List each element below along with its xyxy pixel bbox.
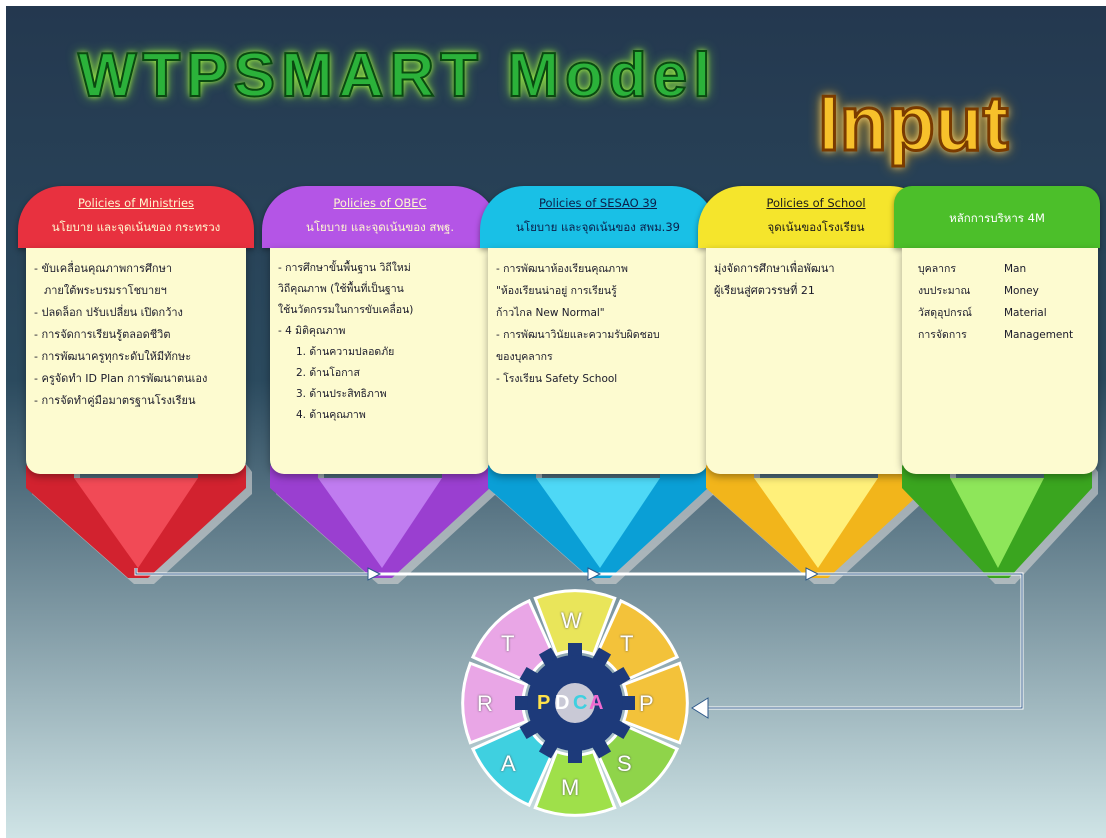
list-item: ผู้เรียนสู่ศตวรรษที่ 21 (714, 284, 815, 297)
list-item: ของบุคลากร (496, 351, 553, 363)
pdca-letter: C (573, 692, 588, 714)
list-item: - ครูจัดทำ ID Plan การพัฒนาตนเอง (34, 372, 208, 385)
card-ministries: Policies of Ministries นโยบาย และจุดเน้น… (18, 186, 254, 586)
card-obec: Policies of OBEC นโยบาย และจุดเน้นของ สพ… (262, 186, 498, 586)
card-items: - การพัฒนาห้องเรียนคุณภาพ "ห้องเรียนน่าอ… (496, 258, 706, 390)
petal-letter: T (501, 631, 515, 656)
list-item: ภายใต้พระบรมราโชบายฯ (44, 284, 167, 297)
card-subheading: นโยบาย และจุดเน้นของ กระทรวง (51, 220, 221, 234)
card-funnel (902, 448, 1098, 584)
list-item: - การศึกษาขั้นพื้นฐาน วิถีใหม่ (278, 262, 411, 274)
petal-letter: R (477, 691, 493, 716)
arrowhead (587, 567, 602, 581)
list-item: - 4 มิติคุณภาพ (278, 325, 346, 337)
arrowhead (367, 567, 382, 581)
card-heading: Policies of School (766, 196, 866, 210)
card-funnel (270, 448, 496, 584)
wheel-petal (594, 598, 680, 684)
list-item: - การพัฒนาวินัยและความรับผิดชอบ (496, 329, 660, 341)
gear-hub (555, 683, 595, 723)
card-header (894, 186, 1100, 248)
arrowhead (691, 697, 709, 719)
list-item: - การพัฒนาครูทุกระดับให้มีทักษะ (34, 350, 192, 363)
arrowhead (805, 567, 820, 581)
card-header (262, 186, 498, 248)
list-item: "ห้องเรียนน่าอยู่ การเรียนรู้ (496, 285, 617, 297)
gear-tooth (568, 643, 582, 659)
card-items: - ขับเคลื่อนคุณภาพการศึกษา ภายใต้พระบรมร… (34, 258, 244, 412)
list-item: - ขับเคลื่อนคุณภาพการศึกษา (34, 262, 173, 275)
card-header (480, 186, 716, 248)
connector-line (705, 572, 1024, 710)
wheel-graphic (461, 589, 689, 817)
card-heading: Policies of Ministries (77, 196, 195, 210)
list-item: ก้าวไกล New Normal" (496, 307, 605, 319)
wheel-petal (470, 598, 556, 684)
gear-tooth (515, 696, 531, 710)
card-subheading: หลักการบริหาร 4M (949, 211, 1045, 225)
card-funnel (706, 448, 932, 584)
petal-letter: P (639, 691, 654, 716)
card-body (26, 248, 246, 474)
list-item: มุ่งจัดการศึกษาเพื่อพัฒนา (714, 262, 835, 275)
list-item: 3. ด้านประสิทธิภาพ (296, 388, 387, 400)
petal-letter: M (561, 775, 580, 800)
list-item: 4. ด้านคุณภาพ (296, 409, 366, 421)
card-header (18, 186, 254, 248)
card-heading: Policies of SESAO 39 (538, 196, 657, 210)
gear-tooth (619, 696, 635, 710)
connector-line (134, 568, 370, 576)
card-body (270, 248, 490, 474)
card-funnel (26, 448, 252, 584)
list-item: วิถีคุณภาพ (ใช้พื้นที่เป็นฐาน (278, 283, 404, 295)
card-body (902, 248, 1098, 474)
gear-tooth (568, 747, 582, 763)
petal-letter: S (617, 751, 632, 776)
list-item: 1. ด้านความปลอดภัย (296, 346, 395, 358)
card-items: - การศึกษาขั้นพื้นฐาน วิถีใหม่ วิถีคุณภา… (278, 258, 488, 426)
pdca-letter: A (589, 692, 604, 714)
petal-letter: T (620, 631, 634, 656)
diagram-title: WTPSMART Model (77, 40, 717, 111)
card-items: มุ่งจัดการศึกษาเพื่อพัฒนา ผู้เรียนสู่ศตว… (714, 258, 924, 302)
list-item: - การจัดทำคู่มือมาตรฐานโรงเรียน (34, 394, 196, 407)
card-heading: Policies of OBEC (333, 196, 427, 210)
card-body (488, 248, 708, 474)
wheel-petal (594, 722, 680, 808)
list-item: - การจัดการเรียนรู้ตลอดชีวิต (34, 328, 171, 341)
card-funnel (488, 448, 714, 584)
petal-letter: W (561, 608, 582, 633)
card-subheading: จุดเน้นของโรงเรียน (767, 220, 865, 234)
card-sesao: Policies of SESAO 39 นโยบาย และจุดเน้นขอ… (480, 186, 716, 586)
pdca-wheel: W T P S M A R T P D C A (455, 583, 695, 823)
list-item: - ปลดล็อก ปรับเปลี่ยน เปิดกว้าง (34, 306, 183, 319)
card-body (706, 248, 926, 474)
card-subheading: นโยบาย และจุดเน้นของ สพม.39 (516, 220, 680, 234)
petal-letter: A (501, 751, 516, 776)
pdca-letter: P (537, 692, 551, 714)
card-subheading: นโยบาย และจุดเน้นของ สพฐ. (305, 220, 455, 234)
list-item: - การพัฒนาห้องเรียนคุณภาพ (496, 263, 628, 275)
list-item: 2. ด้านโอกาส (296, 367, 360, 379)
list-item: - โรงเรียน Safety School (496, 373, 618, 385)
list-item: ใช้นวัตกรรมในการขับเคลื่อน) (278, 304, 414, 316)
pdca-letter: D (555, 692, 570, 714)
wheel-petal (470, 722, 556, 808)
list-item: วัสดุอุปกรณ์Material (918, 307, 1047, 319)
input-label: Input (817, 78, 1011, 169)
